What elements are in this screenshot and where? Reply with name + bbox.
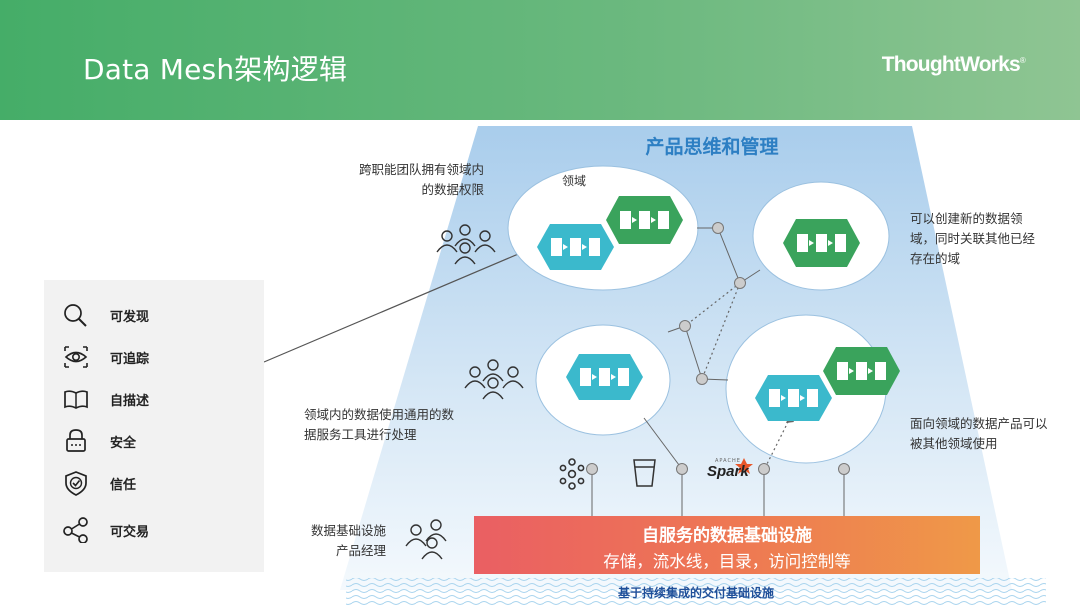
panel-connector (263, 251, 524, 363)
kafka-icon (559, 458, 585, 490)
domain-label: 领域 (562, 174, 587, 188)
note-product-line1: 面向领域的数据产品可以 (910, 416, 1048, 431)
infra-title: 自服务的数据基础设施 (642, 526, 812, 546)
property-secure: 安全 (62, 428, 252, 454)
lock-icon (66, 429, 86, 452)
shield-check-icon (65, 471, 87, 496)
property-label: 可追踪 (110, 352, 150, 367)
mesh-diagram (263, 126, 1046, 606)
ci-band (346, 578, 1046, 606)
note-product-line2: 被其他领域使用 (910, 436, 998, 451)
data-product-properties-panel: 可发现 可追踪 自描述 安全 信任 (44, 280, 264, 572)
note-new-line1: 可以创建新的数据领 (910, 211, 1023, 226)
note-new-line3: 存在的域 (910, 251, 961, 266)
note-domain-products: 面向领域的数据产品可以 被其他领域使用 (910, 414, 1070, 454)
brand-logo: ThoughtWorks® (881, 53, 1026, 77)
note-team-ownership: 跨职能团队拥有领域内 的数据权限 (310, 160, 484, 200)
property-label: 可交易 (110, 525, 150, 540)
data-product-green-3 (823, 347, 900, 395)
data-product-blue-2 (566, 354, 643, 400)
spark-small-label: APACHE (715, 458, 741, 464)
property-label: 信任 (110, 478, 137, 493)
team-icon-3 (405, 519, 447, 560)
domain-links (591, 227, 845, 516)
note-infra-line1: 数据基础设施 (310, 523, 386, 538)
page-title: Data Mesh架构逻辑 (83, 53, 348, 86)
data-product-blue-3 (755, 375, 832, 421)
property-tradable: 可交易 (62, 517, 252, 543)
property-self-describing: 自描述 (62, 386, 252, 412)
note-team-line2: 的数据权限 (421, 182, 484, 197)
spark-label: Spark (707, 463, 749, 480)
brand-registered-mark: ® (1019, 56, 1026, 65)
link-nodes (586, 222, 850, 475)
note-common-tools: 领域内的数据使用通用的数 据服务工具进行处理 (304, 405, 484, 445)
property-label: 安全 (110, 436, 137, 451)
property-trustworthy: 信任 (62, 470, 252, 496)
property-traceable: 可追踪 (62, 344, 252, 370)
ci-label: 基于持续集成的交付基础设施 (617, 586, 774, 600)
property-label: 可发现 (110, 310, 150, 325)
spark-star-icon (735, 458, 753, 474)
property-discoverable: 可发现 (62, 302, 252, 328)
team-icon-2 (464, 359, 524, 400)
note-infra-line2: 产品经理 (335, 543, 386, 558)
note-tools-line1: 领域内的数据使用通用的数 (304, 407, 455, 422)
note-new-domain: 可以创建新的数据领 域，同时关联其他已经 存在的域 (910, 209, 1060, 269)
share-icon (63, 517, 88, 543)
dotted-links (684, 282, 791, 469)
note-team-line1: 跨职能团队拥有领域内 (358, 162, 484, 177)
product-thinking-title: 产品思维和管理 (645, 136, 779, 158)
team-icon-1 (436, 224, 496, 265)
data-product-blue-1 (537, 224, 614, 270)
glass-icon (633, 459, 656, 487)
book-icon (64, 390, 88, 409)
data-product-green-2 (783, 219, 860, 267)
header-bar: Data Mesh架构逻辑 ThoughtWorks® (0, 0, 1080, 120)
note-tools-line2: 据服务工具进行处理 (304, 427, 417, 442)
search-icon (64, 304, 87, 327)
infra-subtitle: 存储，流水线，目录，访问控制等 (603, 552, 851, 571)
note-new-line2: 域，同时关联其他已经 (910, 231, 1036, 246)
brand-name: ThoughtWorks (881, 53, 1021, 76)
self-serve-infra-bar: 自服务的数据基础设施 存储，流水线，目录，访问控制等 (474, 516, 980, 574)
note-infra-pm: 数据基础设施 产品经理 (296, 521, 386, 561)
ci-label-band: 基于持续集成的交付基础设施 (346, 578, 1046, 606)
property-label: 自描述 (110, 394, 150, 409)
eye-icon (64, 346, 88, 368)
data-product-green-1 (606, 196, 683, 244)
spark-logo: APACHE Spark (707, 458, 749, 484)
